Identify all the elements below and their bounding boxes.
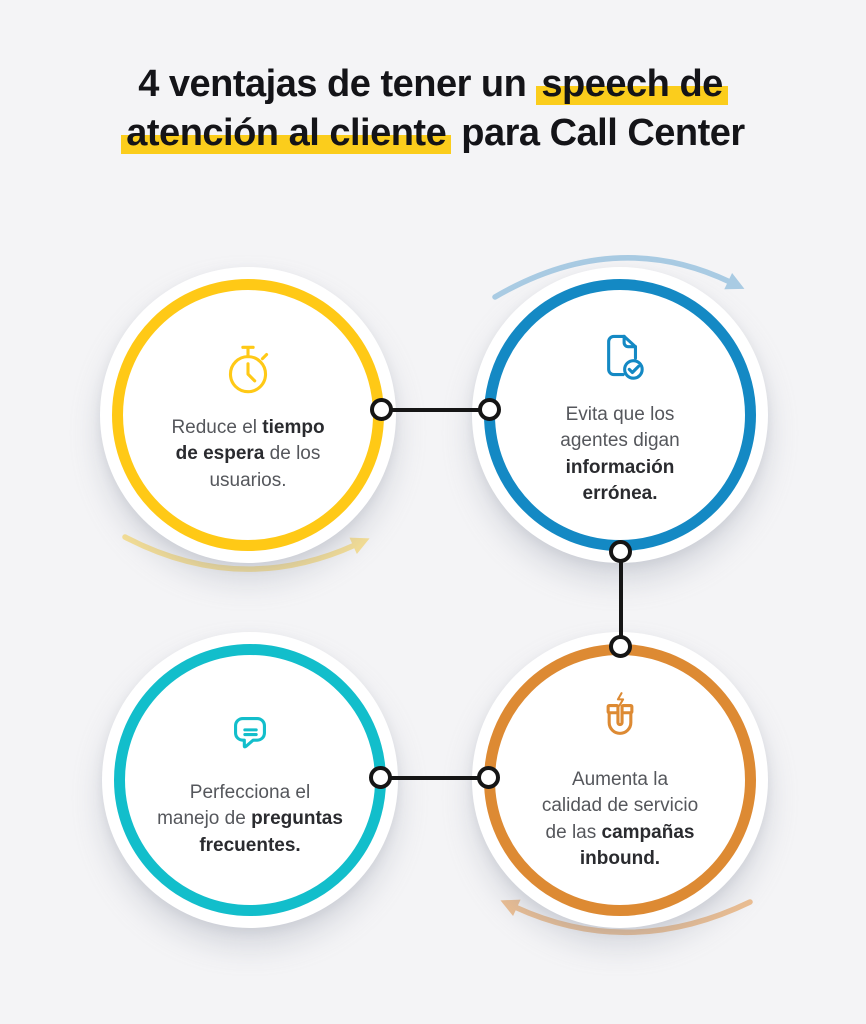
circle-text: Reduce el tiempo de espera de los usuari… bbox=[171, 415, 324, 494]
arc-arrow-clockwise-yellow bbox=[108, 522, 388, 612]
text-segment: de espera bbox=[175, 443, 265, 465]
text-line: usuarios. bbox=[171, 468, 324, 494]
text-segment: de las bbox=[545, 821, 602, 843]
text-segment: inbound. bbox=[579, 847, 661, 869]
text-line: frecuentes. bbox=[157, 833, 343, 859]
connector-node bbox=[609, 635, 632, 658]
text-line: errónea. bbox=[560, 481, 679, 507]
title-line-1: 4 ventajas de tener un speech de bbox=[0, 60, 866, 109]
benefit-circle-reduce-tiempo: Reduce el tiempo de espera de los usuari… bbox=[100, 267, 396, 563]
circle-text: Perfecciona el manejo de preguntas frecu… bbox=[157, 780, 343, 859]
text-segment: frecuentes. bbox=[199, 834, 301, 856]
connector-node bbox=[370, 398, 393, 421]
text-segment: información bbox=[565, 456, 675, 478]
text-line: Evita que los bbox=[560, 402, 679, 428]
text-segment: Reduce el bbox=[171, 417, 263, 439]
text-line: de espera de los bbox=[171, 441, 324, 467]
circle-text: Evita que los agentes digan información … bbox=[560, 402, 679, 507]
text-segment: calidad de servicio bbox=[541, 795, 699, 817]
connector-line-top bbox=[382, 408, 490, 412]
circle-ring-yellow: Reduce el tiempo de espera de los usuari… bbox=[112, 279, 384, 551]
title-text: 4 ventajas de tener un bbox=[138, 63, 537, 105]
arc-arrow-clockwise-blue bbox=[480, 220, 780, 312]
connector-line-right bbox=[619, 552, 623, 647]
text-segment: Evita que los bbox=[565, 404, 675, 426]
connector-line-bottom bbox=[381, 776, 489, 780]
document-check-icon bbox=[587, 323, 653, 389]
text-line: manejo de preguntas bbox=[157, 806, 343, 832]
text-line: Reduce el tiempo bbox=[171, 415, 324, 441]
circle-ring-teal: Perfecciona el manejo de preguntas frecu… bbox=[114, 644, 386, 916]
text-segment: tiempo bbox=[262, 417, 325, 439]
stopwatch-icon bbox=[215, 336, 281, 402]
circle-text: Aumenta la calidad de servicio de las ca… bbox=[542, 767, 698, 872]
text-line: inbound. bbox=[542, 846, 698, 872]
benefit-circle-aumenta-calidad: Aumenta la calidad de servicio de las ca… bbox=[472, 632, 768, 928]
text-segment: de los bbox=[264, 443, 321, 465]
infographic-title: 4 ventajas de tener un speech de atenció… bbox=[0, 60, 866, 159]
text-segment: agentes digan bbox=[560, 430, 680, 452]
text-segment: usuarios. bbox=[209, 469, 287, 491]
text-segment: Perfecciona el bbox=[189, 782, 311, 804]
chat-bubble-icon bbox=[217, 701, 283, 767]
magnet-icon bbox=[587, 688, 653, 754]
circle-ring-blue: Evita que los agentes digan información … bbox=[484, 279, 756, 551]
text-line: Perfecciona el bbox=[157, 780, 343, 806]
benefit-circle-perfecciona-preguntas: Perfecciona el manejo de preguntas frecu… bbox=[102, 632, 398, 928]
text-line: de las campañas bbox=[542, 820, 698, 846]
text-segment: errónea. bbox=[582, 482, 658, 504]
benefit-circle-evita-informacion: Evita que los agentes digan información … bbox=[472, 267, 768, 563]
title-text: para Call Center bbox=[451, 112, 745, 155]
text-segment: manejo de bbox=[157, 808, 252, 830]
text-segment: preguntas bbox=[251, 808, 343, 830]
text-segment: Aumenta la bbox=[571, 769, 669, 791]
title-line-2: atención al cliente para Call Center bbox=[0, 109, 866, 158]
connector-node bbox=[609, 540, 632, 563]
title-highlight-atencion: atención al cliente bbox=[121, 112, 452, 155]
text-line: información bbox=[560, 455, 679, 481]
title-highlight-speech: speech de bbox=[536, 63, 728, 105]
text-line: agentes digan bbox=[560, 428, 679, 454]
connector-node bbox=[477, 766, 500, 789]
text-line: Aumenta la bbox=[542, 767, 698, 793]
text-line: calidad de servicio bbox=[542, 793, 698, 819]
circle-ring-orange: Aumenta la calidad de servicio de las ca… bbox=[484, 644, 756, 916]
arc-arrow-counterclockwise-orange bbox=[498, 880, 768, 980]
text-segment: campañas bbox=[601, 821, 695, 843]
connector-node bbox=[478, 398, 501, 421]
connector-node bbox=[369, 766, 392, 789]
